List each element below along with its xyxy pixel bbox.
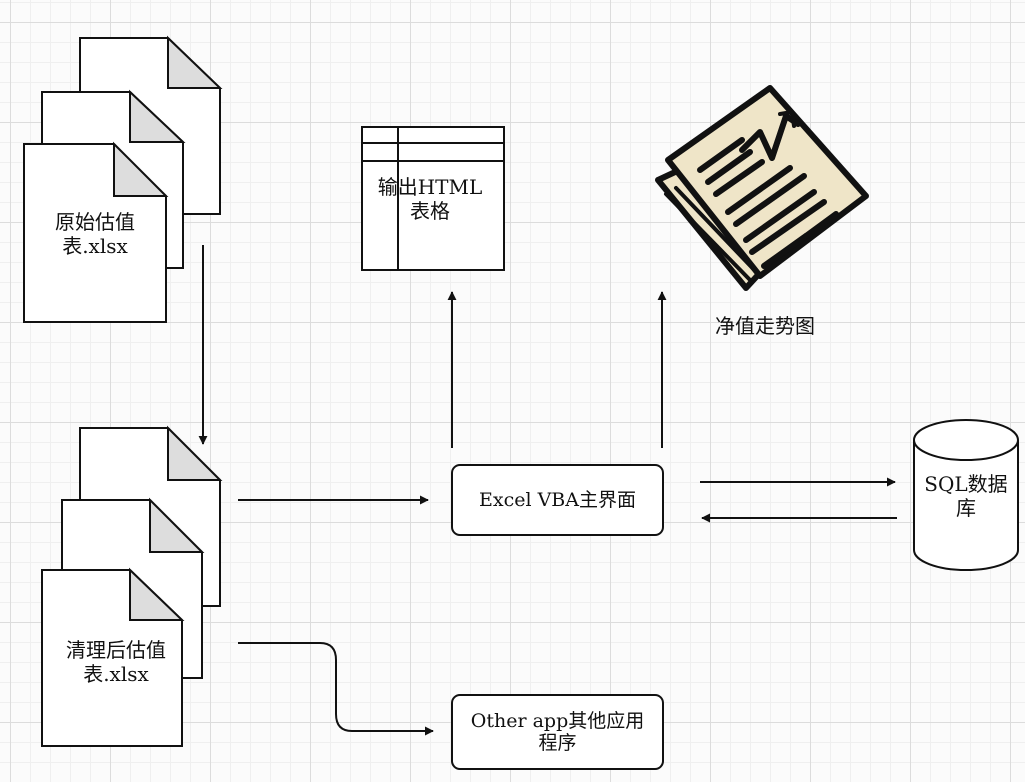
chart-label: 净值走势图 — [690, 314, 840, 338]
other-app-box: Other app其他应用 程序 — [451, 694, 664, 770]
vba-main-box: Excel VBA主界面 — [451, 464, 664, 536]
cleaned-files-doc-stack — [42, 428, 220, 746]
raw-files-label: 原始估值 表.xlsx — [28, 210, 162, 258]
sql-db-label: SQL数据 库 — [916, 472, 1016, 520]
raw-files-doc-stack — [24, 38, 220, 322]
cleaned-files-label: 清理后估值 表.xlsx — [44, 638, 188, 686]
newspaper-chart-icon — [658, 88, 866, 288]
arrow-cleaned-to-other-app — [238, 643, 433, 731]
html-table-label: 输出HTML 表格 — [364, 175, 496, 223]
